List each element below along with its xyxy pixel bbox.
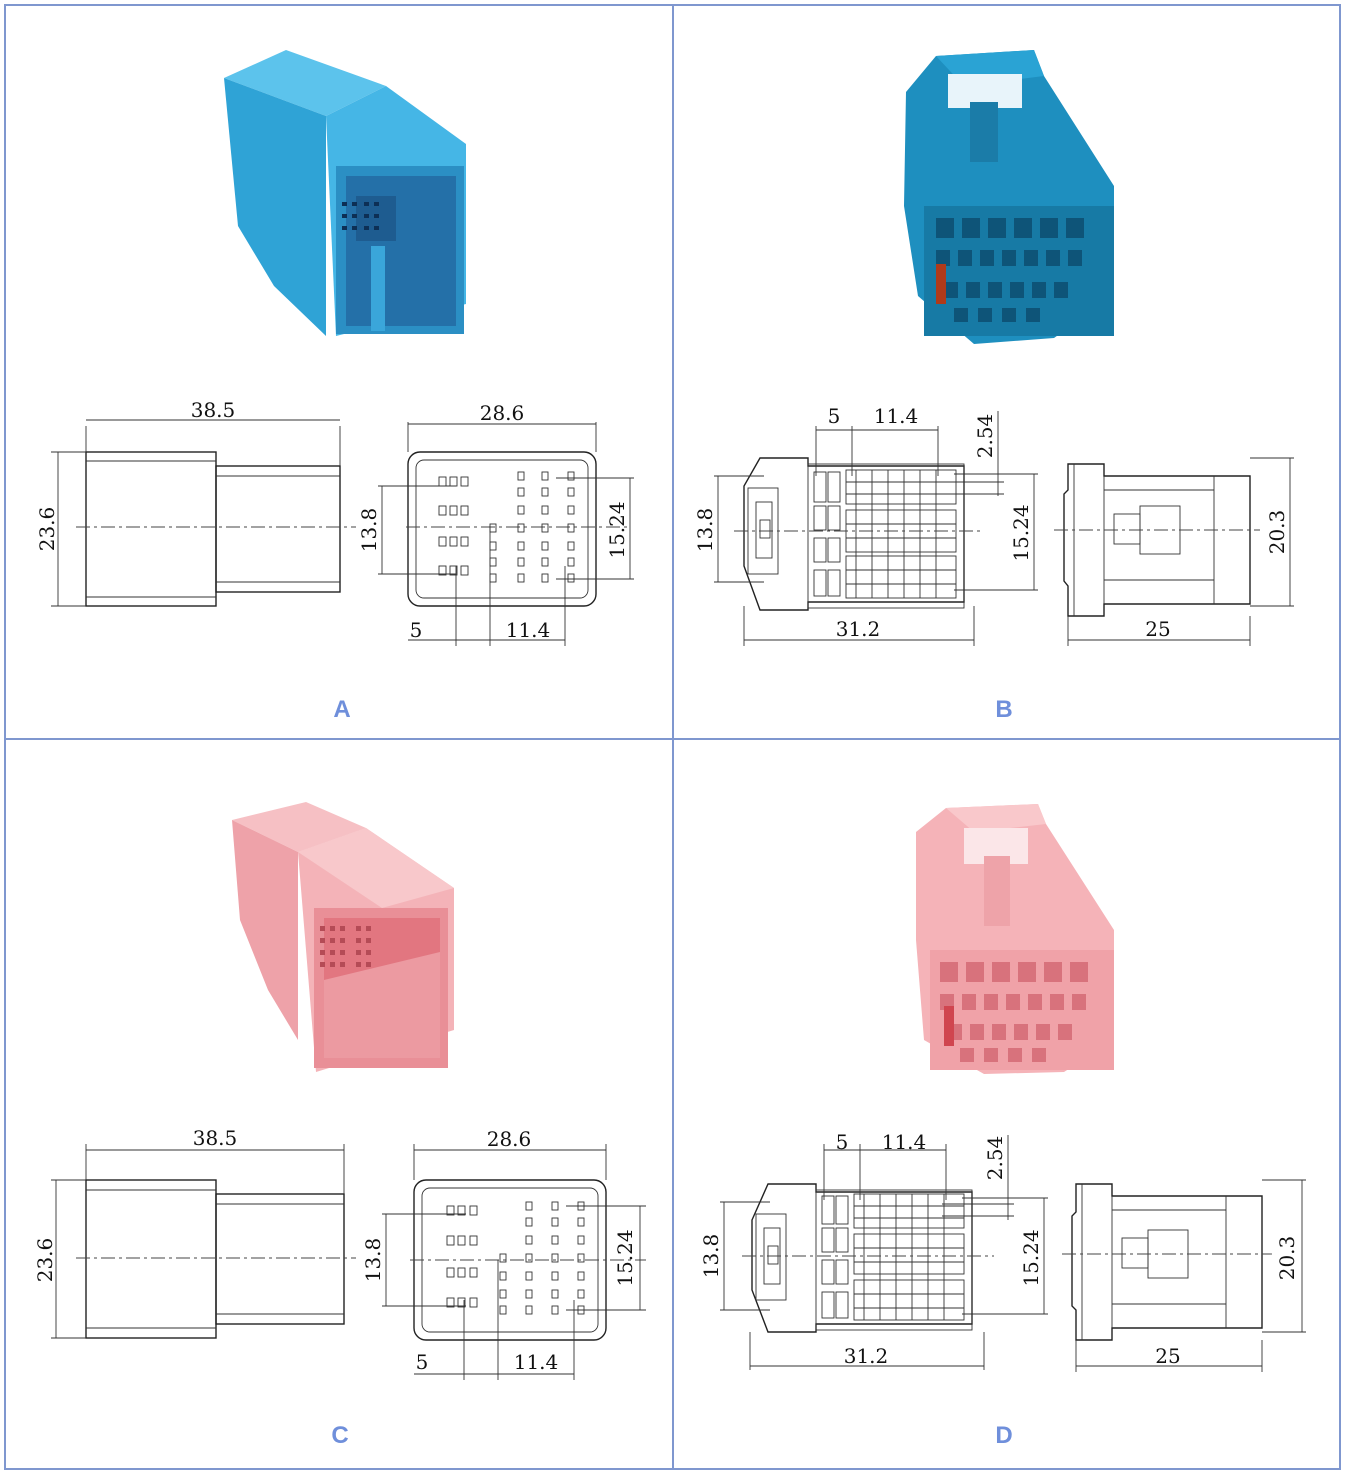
dim-side-height: 20.3 [1265,510,1289,555]
panel-label: A [333,696,351,723]
panel-b-drawing: 5 11.4 2.54 13.8 15.24 31.2 25 20.3 [693,50,1294,646]
grid-divider-vertical [672,4,674,1470]
dim-side-height: 20.3 [1275,1236,1299,1281]
dim-pitch-span: 11.4 [506,618,551,642]
dim-side-length: 25 [1155,1344,1180,1368]
panel-label: C [331,1422,349,1449]
connector-photo-c [232,802,454,1072]
dim-pitch: 2.54 [983,1136,1007,1181]
side-view-a [51,419,356,607]
dim-length: 38.5 [193,1126,238,1150]
panel-c: 38.5 23.6 [6,740,672,1471]
dim-top-offset: 5 [836,1130,849,1154]
dim-top-span: 11.4 [882,1130,927,1154]
dim-offset: 5 [416,1350,429,1374]
dim-pitch-span: 11.4 [514,1350,559,1374]
panel-label: B [995,696,1013,723]
dim-top-span: 11.4 [874,404,919,428]
dim-width: 31.2 [836,617,881,641]
panel-d: 5 11.4 2.54 13.8 15.24 31.2 25 20.3 D [674,740,1340,1471]
panel-b: 5 11.4 2.54 13.8 15.24 31.2 25 20.3 B [674,6,1340,737]
front-view-b [714,411,1038,646]
dim-height: 23.6 [33,1238,57,1283]
dim-height-2: 15.24 [605,501,629,558]
dim-height: 23.6 [35,507,59,552]
dim-height-2: 15.24 [613,1229,637,1286]
dim-height-1: 13.8 [699,1234,723,1279]
dim-width: 28.6 [480,401,525,425]
side-view-c [51,1144,356,1339]
dim-top-offset: 5 [828,404,841,428]
dim-height-1: 13.8 [357,508,381,553]
connector-photo-b [904,50,1114,344]
dim-pitch: 2.54 [973,414,997,459]
front-view-c [382,1144,646,1380]
side-view-b [1054,457,1294,646]
dim-height-1: 13.8 [693,508,717,553]
panel-c-drawing: 38.5 23.6 [33,802,646,1380]
dim-length: 38.5 [191,398,236,422]
dim-side-length: 25 [1145,617,1170,641]
grid-divider-horizontal [4,738,1341,740]
dim-height-2: 15.24 [1009,504,1033,561]
dim-height-2: 15.24 [1019,1229,1043,1286]
connector-photo-d [916,804,1114,1074]
panel-label: D [995,1422,1013,1449]
dim-width: 28.6 [487,1127,532,1151]
front-view-d [720,1135,1048,1370]
connector-photo-a [224,50,466,336]
panel-a: 38.5 23.6 [6,6,672,737]
panel-a-drawing: 38.5 23.6 [35,50,634,646]
dim-offset: 5 [410,618,423,642]
side-view-d [1062,1179,1306,1372]
dim-height-1: 13.8 [361,1238,385,1283]
panel-d-drawing: 5 11.4 2.54 13.8 15.24 31.2 25 20.3 [699,804,1306,1372]
front-view-a [378,422,634,646]
dim-width: 31.2 [844,1344,889,1368]
